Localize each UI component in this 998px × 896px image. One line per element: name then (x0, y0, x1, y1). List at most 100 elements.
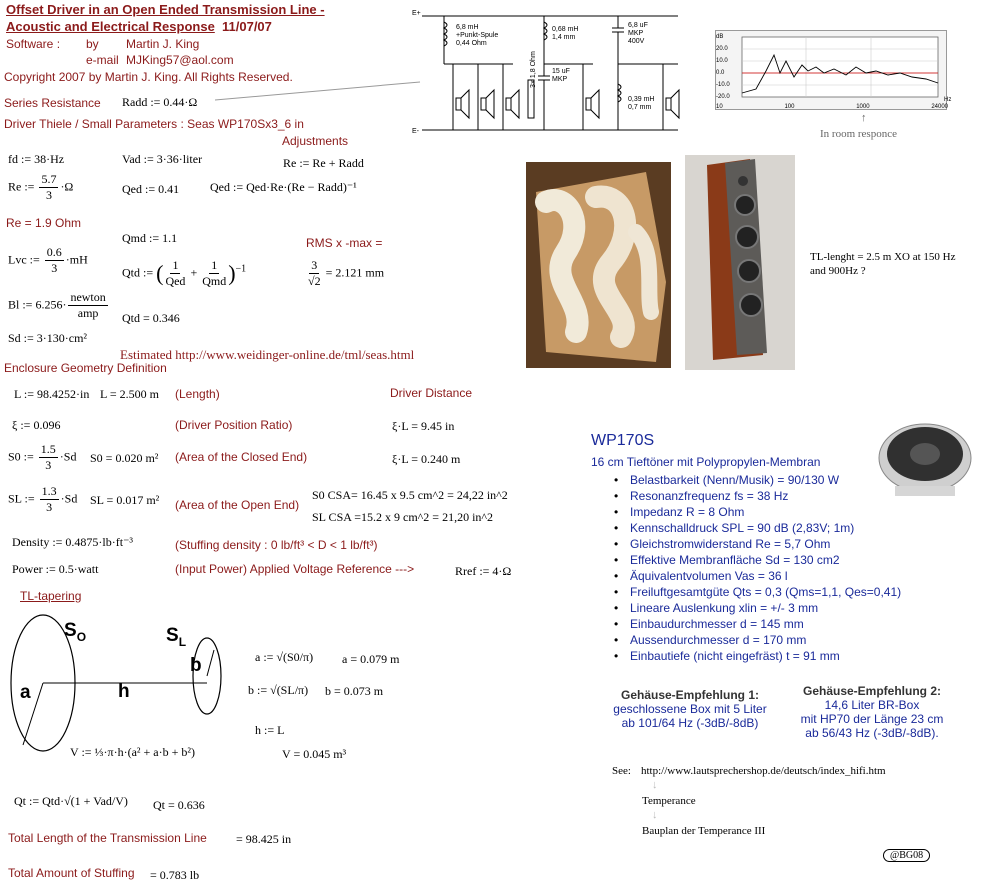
y-tick-0: 0.0 (716, 70, 725, 76)
title-line-2: Acoustic and Electrical Response (6, 19, 215, 34)
adjustments-label: Adjustments (282, 134, 349, 148)
title-date: 11/07/07 (222, 19, 272, 34)
radd-equation: Radd := 0.44·Ω (122, 95, 198, 109)
lvc-def: Lvc := (8, 252, 43, 267)
total-length-label: Total Length of the Transmission Line (8, 831, 207, 845)
graph-caption: In room responce (820, 128, 897, 140)
re-num: 5.7 (39, 172, 59, 188)
xiL-m: ξ·L = 0.240 m (392, 452, 461, 466)
l3-wire: 0,7 mm (628, 104, 652, 111)
title-line-1: Offset Driver in an Open Ended Transmiss… (6, 2, 325, 17)
bauplan-link[interactable]: Bauplan der Temperance III (642, 825, 766, 837)
b-val: b = 0.073 m (325, 684, 384, 698)
b-def: b := √(SL/π) (248, 683, 309, 697)
up-arrow-icon: ↑ (861, 112, 867, 124)
bl-num: newton (68, 290, 108, 306)
open-end-ellipse (192, 637, 222, 715)
product-name: WP170S (591, 432, 655, 449)
density-equation: Density := 0.4875·lb·ft⁻³ (12, 535, 134, 549)
author-name: Martin J. King (126, 37, 200, 51)
h-label: h (118, 681, 130, 702)
e-plus-label: E+ (412, 10, 421, 17)
speaker-photo (685, 155, 795, 370)
x-tick-100: 100 (784, 104, 795, 110)
radius-b-line (206, 649, 215, 677)
v-def: V := ⅓·π·h·(a² + a·b + b²) (70, 745, 195, 759)
rms-equation: 3√2 = 2.121 mm (306, 258, 384, 289)
lvc-unit: ·mH (65, 252, 88, 267)
temperance-link[interactable]: Temperance (642, 795, 696, 807)
lvc-den: 3 (51, 261, 58, 275)
enclosure-photo (526, 162, 671, 368)
qed-equation: Qed := 0.41 (122, 182, 180, 196)
spec-item: Gleichstromwiderstand Re = 5,7 Ohm (608, 536, 901, 552)
copyright: Copyright 2007 by Martin J. King. All Ri… (4, 70, 293, 84)
c2-type: MKP (552, 76, 568, 83)
spec-item: Einbautiefe (nicht eingefräst) t = 91 mm (608, 648, 901, 664)
fd-equation: fd := 38·Hz (8, 152, 65, 166)
c2-value: 15 uF (552, 68, 570, 75)
sl-csa: SL CSA =15.2 x 9 cm^2 = 21,20 in^2 (312, 510, 494, 524)
rms-xmax-label: RMS x -max = (306, 236, 383, 250)
shop-url[interactable]: http://www.lautsprechershop.de/deutsch/i… (641, 765, 886, 777)
software-label: Software : (6, 37, 61, 51)
spec-item: Einbaudurchmesser d = 145 mm (608, 616, 901, 632)
enclosure-label: Enclosure Geometry Definition (4, 361, 167, 375)
tl-length-note-2: and 900Hz ? (810, 265, 866, 277)
spec-item: Äquivalentvolumen Vas = 36 l (608, 568, 901, 584)
qt-val: Qt = 0.636 (153, 798, 205, 812)
qtd-qmd: Qmd (202, 274, 227, 288)
y-tick-m20: -20.0 (716, 94, 730, 100)
rms-num: 3 (309, 258, 320, 274)
series-resistance-label: Series Resistance (4, 96, 101, 110)
see-label: See: (612, 765, 631, 777)
response-graph-plot (741, 36, 939, 98)
s0-diagram-label: SO (64, 620, 86, 644)
rec2-line2: mit HP70 der Länge 23 cm (800, 712, 944, 726)
re-adjust-equation: Re := Re + Radd (283, 156, 364, 170)
bl-def: Bl := 6.256· (8, 297, 67, 312)
qmd-equation: Qmd := 1.1 (122, 231, 178, 245)
rms-val: = 2.121 mm (325, 265, 385, 280)
badge: @BG08 (883, 849, 931, 862)
down-arrow-icon: ↓ (652, 809, 658, 821)
total-stuffing-val: = 0.783 lb (150, 868, 200, 882)
driver-params-label: Driver Thiele / Small Parameters : Seas … (4, 117, 304, 131)
xiL-in: ξ·L = 9.45 in (392, 419, 455, 433)
sl-num: 1.3 (39, 484, 59, 500)
l1-res: 0,44 Ohm (456, 40, 487, 47)
spec-item: Impedanz R = 8 Ohm (608, 504, 901, 520)
L-def: L := 98.4252·in (14, 387, 90, 401)
sl-val: SL = 0.017 m² (90, 493, 160, 507)
sl-sub: L (178, 634, 187, 649)
lvc-num: 0.6 (44, 245, 64, 261)
sl-def: SL := (8, 491, 38, 506)
product-subtitle: 16 cm Tieftöner mit Polypropylen-Membran (591, 455, 821, 469)
spec-list: Belastbarkeit (Nenn/Musik) = 90/130 W Re… (608, 472, 901, 664)
open-end-label: (Area of the Open End) (175, 498, 300, 512)
rref-equation: Rref := 4·Ω (455, 564, 512, 578)
estimated-link[interactable]: Estimated http://www.weidinger-online.de… (120, 347, 415, 362)
sd-equation: Sd := 3·130·cm² (8, 331, 88, 345)
qtd-one-a: 1 (170, 258, 181, 274)
r1-label: 3× 1,8 Ohm (530, 51, 537, 88)
email-address[interactable]: MJKing57@aol.com (126, 53, 234, 67)
y-tick-20: 20.0 (716, 46, 728, 52)
x-tick-10: 10 (716, 104, 723, 110)
re-def: Re := (8, 179, 38, 194)
s0-letter: S (64, 620, 77, 641)
l2-wire: 1,4 mm (552, 34, 576, 41)
y-tick-10: 10.0 (716, 58, 728, 64)
